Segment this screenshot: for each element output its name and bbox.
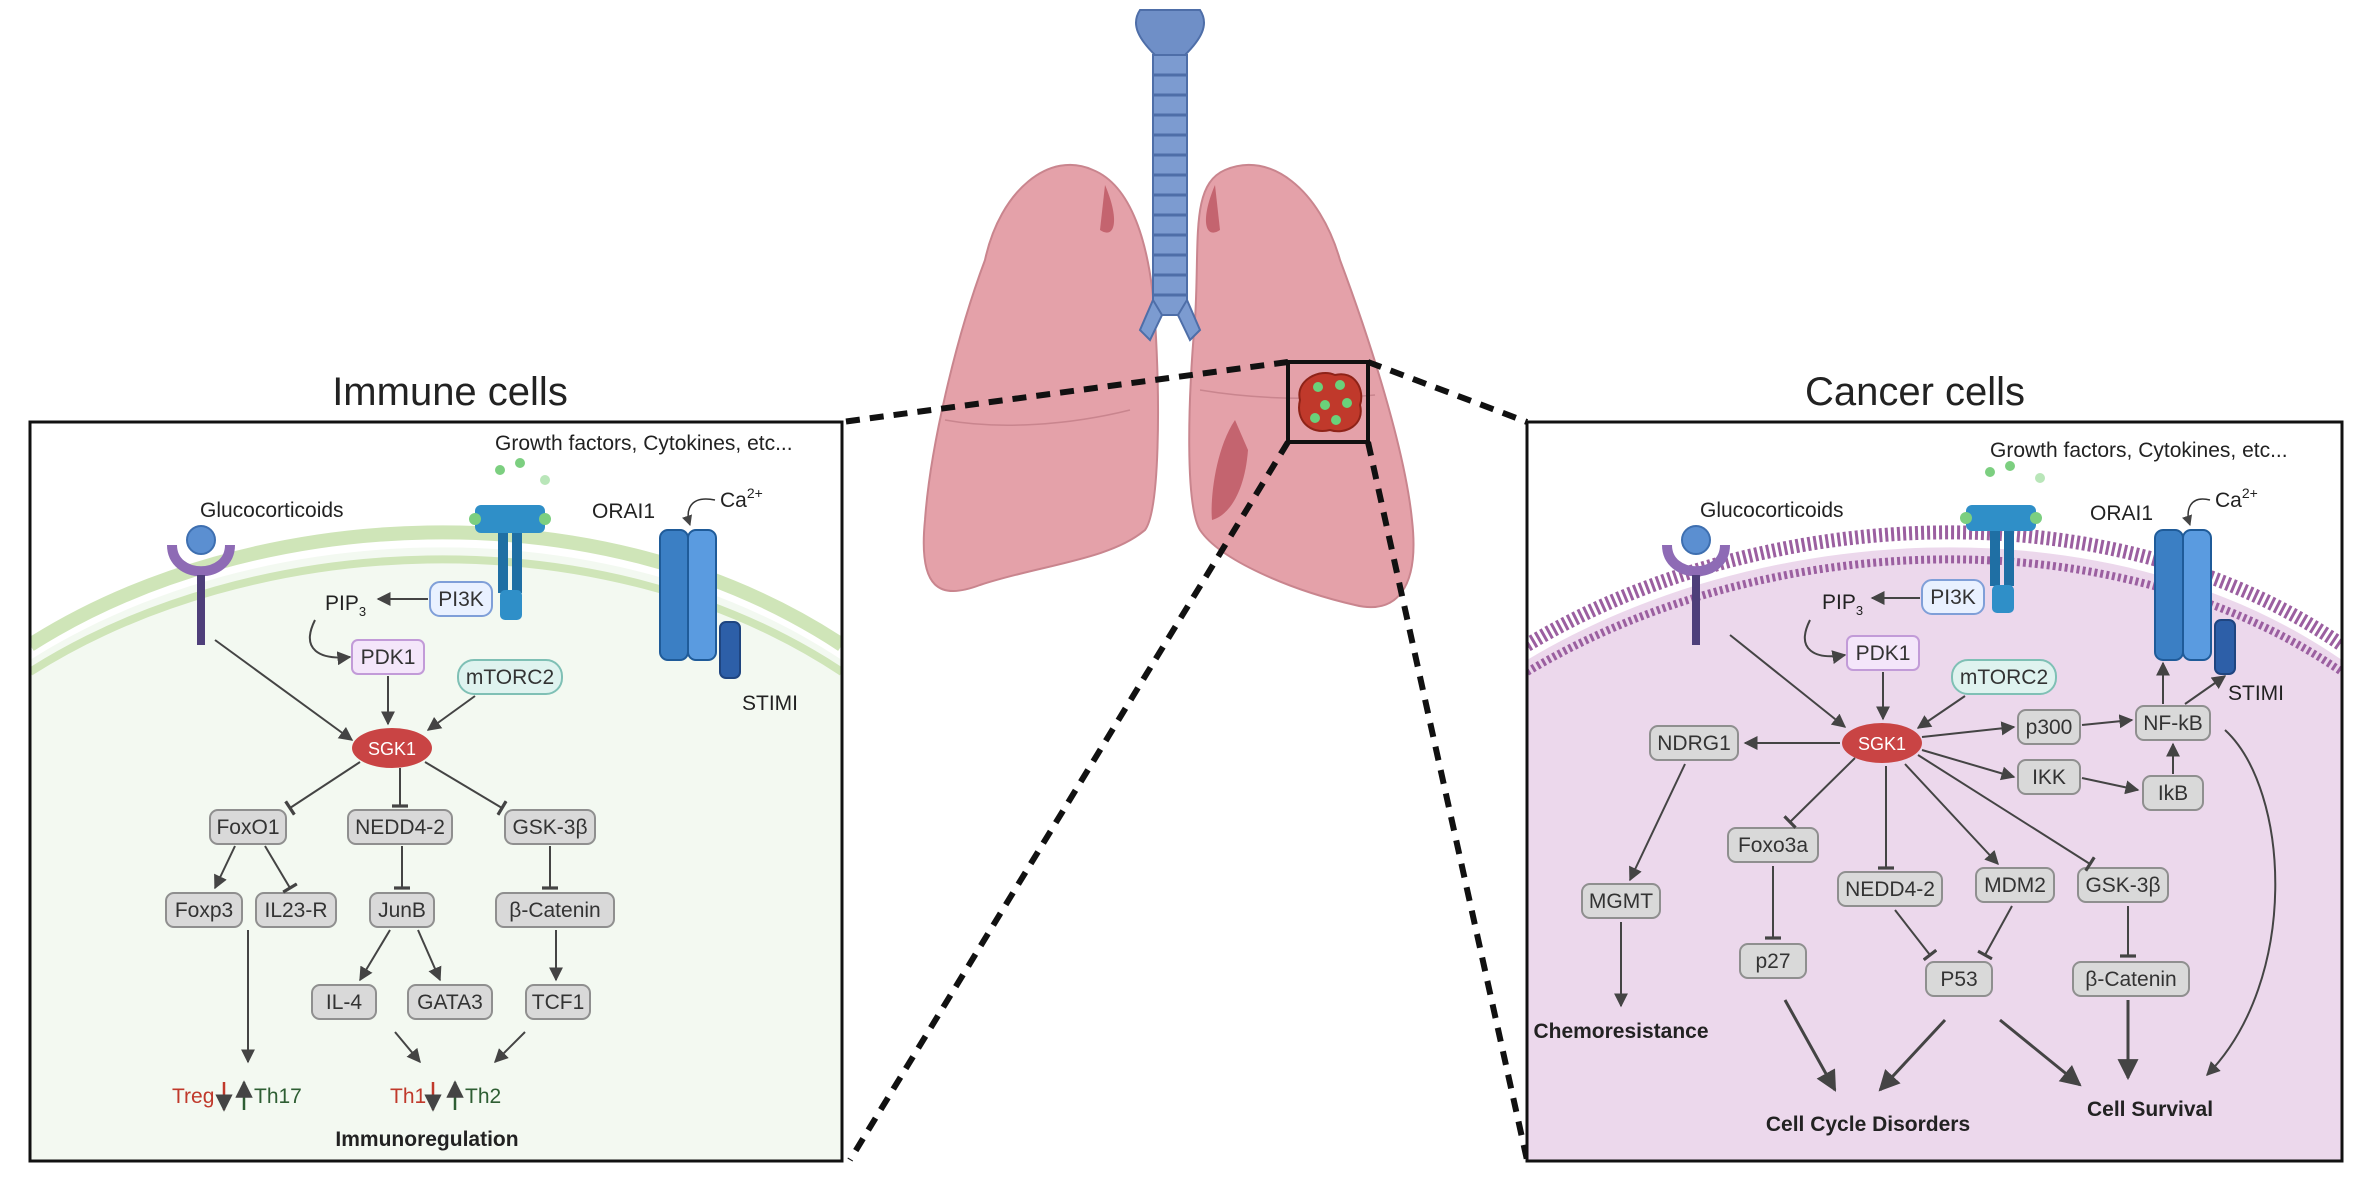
glucocorticoids-label: Glucocorticoids [200, 499, 344, 522]
stim1-icon [2214, 619, 2236, 675]
pip3-label: PIP3 [325, 592, 366, 619]
growth-factors-label: Growth factors, Cytokines, etc... [1990, 439, 2288, 462]
p300-node: p300 [2026, 716, 2073, 739]
stim1-icon [719, 621, 741, 679]
tcf1-node: TCF1 [532, 991, 585, 1014]
immunoregulation-label: Immunoregulation [335, 1128, 518, 1151]
junb-node: JunB [378, 899, 426, 922]
glucocorticoid-receptor-icon [1662, 525, 1730, 645]
orai1-label: ORAI1 [592, 500, 655, 523]
th1-label: Th1 [390, 1085, 426, 1108]
stimi-label: STIMI [2228, 682, 2284, 705]
mgmt-node: MGMT [1589, 890, 1653, 913]
nedd42-node: NEDD4-2 [1845, 878, 1935, 901]
p53-node: P53 [1940, 968, 1977, 991]
foxo3a-node: Foxo3a [1738, 834, 1808, 857]
bcatenin-node: β-Catenin [509, 899, 600, 922]
mtorc2-node: mTORC2 [466, 666, 554, 689]
ikb-node: IkB [2158, 782, 2188, 805]
cancer-panel: Cancer cells Growth factors, Cytokines, … [1525, 370, 2344, 1163]
lungs-icon [922, 164, 1415, 609]
immune-panel: Immune cells Growth factors, Cytokines, … [28, 370, 844, 1163]
foxp3-node: Foxp3 [175, 899, 233, 922]
ikk-node: IKK [2032, 766, 2066, 789]
bcatenin-node: β-Catenin [2085, 968, 2176, 991]
pi3k-node: PI3K [438, 588, 484, 611]
ca-label: Ca2+ [2215, 485, 2258, 512]
orai1-channel-icon [2154, 529, 2212, 661]
pdk1-node: PDK1 [361, 646, 416, 669]
pdk1-node: PDK1 [1856, 642, 1911, 665]
foxo1-node: FoxO1 [216, 816, 279, 839]
sgk1-node: SGK1 [368, 739, 416, 759]
gata3-node: GATA3 [417, 991, 483, 1014]
il23r-node: IL23-R [264, 899, 327, 922]
growth-factor-receptor-icon [1960, 505, 2042, 613]
cancer-title: Cancer cells [1805, 370, 2025, 414]
immune-title: Immune cells [332, 370, 568, 414]
mtorc2-node: mTORC2 [1960, 666, 2048, 689]
cell-survival-label: Cell Survival [2087, 1098, 2213, 1121]
th2-label: Th2 [465, 1085, 501, 1108]
growth-factor-receptor-icon [469, 505, 551, 620]
treg-label: Treg [172, 1085, 214, 1108]
ndrg1-node: NDRG1 [1657, 732, 1731, 755]
zoom-lines [841, 359, 1530, 1162]
chemoresistance-label: Chemoresistance [1533, 1020, 1708, 1043]
orai1-label: ORAI1 [2090, 502, 2153, 525]
stimi-label: STIMI [742, 692, 798, 715]
pip3-label: PIP3 [1822, 591, 1863, 618]
ca-label: Ca2+ [720, 485, 763, 512]
gsk3b-node: GSK-3β [512, 816, 587, 839]
nedd42-node: NEDD4-2 [355, 816, 445, 839]
tumor-icon [1286, 360, 1370, 444]
p27-node: p27 [1755, 950, 1790, 973]
mdm2-node: MDM2 [1984, 874, 2046, 897]
cell-membrane-icon [30, 525, 842, 651]
nfkb-node: NF-kB [2143, 712, 2203, 735]
il4-node: IL-4 [326, 991, 363, 1014]
glucocorticoid-receptor-icon [167, 525, 235, 645]
orai1-channel-icon [659, 529, 717, 661]
cell-membrane-icon [1527, 525, 2342, 652]
growth-factors-label: Growth factors, Cytokines, etc... [495, 432, 793, 455]
glucocorticoids-label: Glucocorticoids [1700, 499, 1844, 522]
gsk3b-node: GSK-3β [2085, 874, 2160, 897]
th17-label: Th17 [254, 1085, 302, 1108]
sgk1-node: SGK1 [1858, 734, 1906, 754]
pi3k-node: PI3K [1930, 586, 1976, 609]
cell-cycle-disorders-label: Cell Cycle Disorders [1766, 1113, 1970, 1136]
trachea-icon [1135, 9, 1205, 342]
